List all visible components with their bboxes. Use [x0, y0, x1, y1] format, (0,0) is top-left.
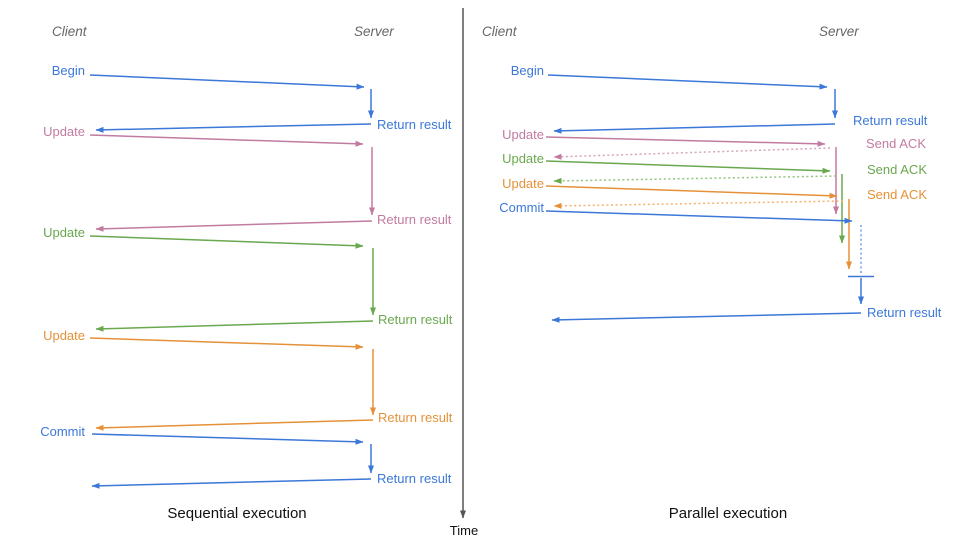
- seq-update1-label: Update: [43, 124, 85, 139]
- seq-update2-request-arrow: [89, 235, 364, 249]
- seq-client-header: Client: [52, 24, 87, 39]
- sequential-arrows: [89, 74, 376, 489]
- seq-update1-return-arrow: [95, 220, 373, 232]
- par-update3-ack-arrow: [553, 200, 844, 209]
- par-update2-request-arrow: [545, 160, 831, 174]
- seq-update2-label: Update: [43, 225, 85, 240]
- par-server-header: Server: [819, 24, 859, 39]
- par-send-ack-1: Send ACK: [866, 136, 926, 151]
- par-begin-request-arrow: [547, 74, 828, 90]
- seq-commit-return-arrow: [91, 478, 372, 489]
- par-commit-label: Commit: [499, 200, 544, 215]
- par-update1-ack-arrow: [553, 147, 831, 160]
- par-send-ack-2: Send ACK: [867, 162, 927, 177]
- par-begin-return-arrow: [553, 123, 836, 134]
- seq-commit-request-arrow: [91, 433, 364, 445]
- time-axis-label: Time: [449, 523, 479, 538]
- par-return-result-2: Return result: [867, 305, 942, 320]
- seq-begin-label: Begin: [51, 63, 85, 78]
- seq-update3-request-arrow: [89, 337, 364, 350]
- par-return-result-1: Return result: [853, 113, 928, 128]
- seq-return-result-5: Return result: [377, 471, 452, 486]
- par-update2-ack-arrow: [553, 175, 837, 184]
- seq-return-result-2: Return result: [377, 212, 452, 227]
- seq-begin-request-arrow: [89, 74, 365, 90]
- par-update2-label: Update: [502, 151, 544, 166]
- par-begin-label: Begin: [510, 63, 544, 78]
- seq-server-header: Server: [354, 24, 394, 39]
- par-update3-request-arrow: [545, 185, 838, 199]
- seq-begin-return-arrow: [95, 123, 372, 133]
- seq-update3-return-arrow: [95, 419, 374, 431]
- seq-update1-request-arrow: [89, 134, 364, 147]
- seq-commit-label: Commit: [40, 424, 85, 439]
- seq-return-result-3: Return result: [378, 312, 453, 327]
- par-send-ack-3: Send ACK: [867, 187, 927, 202]
- seq-update2-return-arrow: [95, 320, 374, 332]
- sequential-title: Sequential execution: [167, 505, 307, 522]
- parallel-title: Parallel execution: [668, 505, 788, 522]
- par-update3-label: Update: [502, 176, 544, 191]
- par-commit-return-arrow: [551, 312, 862, 323]
- par-update1-label: Update: [502, 127, 544, 142]
- seq-return-result-4: Return result: [378, 410, 453, 425]
- seq-return-result-1: Return result: [377, 117, 452, 132]
- seq-update3-label: Update: [43, 328, 85, 343]
- parallel-arrows: [545, 74, 874, 323]
- par-client-header: Client: [482, 24, 517, 39]
- par-update1-request-arrow: [545, 136, 826, 147]
- par-commit-request-arrow: [545, 210, 853, 224]
